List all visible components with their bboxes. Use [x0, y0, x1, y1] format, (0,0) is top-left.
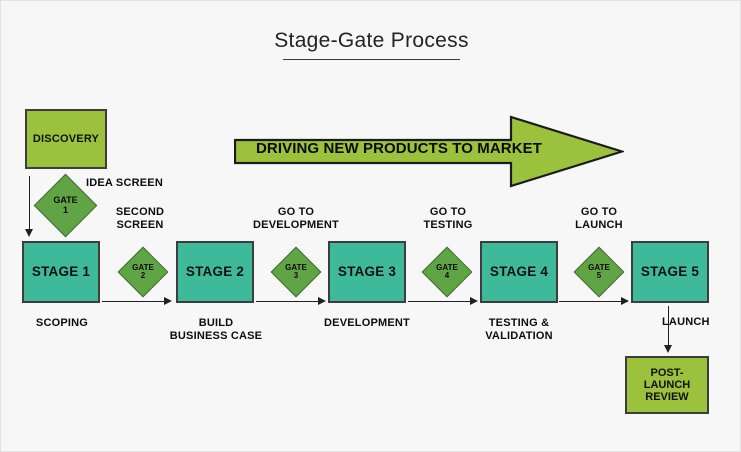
label-stage-4-caption-line1: TESTING &	[488, 317, 550, 329]
banner-arrow: DRIVING NEW PRODUCTS TO MARKET	[234, 113, 624, 190]
stage-1-label: STAGE 1	[31, 264, 91, 280]
label-stage-2-caption: BUILD BUSINESS CASE	[161, 317, 271, 343]
label-stage-2-caption-line1: BUILD	[198, 317, 234, 329]
arrow-stage1-to-stage2	[102, 297, 172, 306]
arrow-head	[164, 297, 172, 305]
label-stage-4-caption: TESTING & VALIDATION	[463, 317, 575, 343]
post-launch-review-line3: REVIEW	[645, 391, 689, 404]
stage-4-box[interactable]: STAGE 4	[480, 241, 558, 303]
stage-4-label: STAGE 4	[489, 264, 549, 280]
arrow-stage5-to-post-launch	[664, 306, 673, 354]
gate-4-number: 4	[444, 271, 450, 280]
discovery-box[interactable]: DISCOVERY	[25, 109, 107, 169]
arrow-shaft	[668, 306, 669, 345]
arrow-stage2-to-stage3	[256, 297, 326, 306]
arrow-head	[318, 297, 326, 305]
label-go-to-development-line2: DEVELOPMENT	[253, 219, 339, 232]
stage-3-label: STAGE 3	[337, 264, 397, 280]
post-launch-review-box[interactable]: POST- LAUNCH REVIEW	[625, 356, 709, 414]
arrow-shaft	[29, 176, 30, 229]
stage-5-label: STAGE 5	[640, 264, 700, 280]
page-title: Stage-Gate Process	[274, 29, 469, 52]
gate-4-diamond[interactable]: GATE 4	[421, 246, 473, 298]
gate-5-number: 5	[596, 271, 602, 280]
gate-1-inner: GATE 1	[44, 184, 87, 227]
label-go-to-launch-line1: GO TO	[580, 206, 618, 218]
arrow-shaft	[256, 301, 318, 302]
label-go-to-testing-line1: GO TO	[429, 206, 467, 218]
label-stage-4-caption-line2: VALIDATION	[485, 330, 553, 343]
stage-3-box[interactable]: STAGE 3	[328, 241, 406, 303]
arrow-shaft	[559, 301, 621, 302]
post-launch-review-line1: POST-	[650, 366, 684, 379]
arrow-head	[25, 229, 33, 237]
gate-2-diamond[interactable]: GATE 2	[117, 246, 169, 298]
label-go-to-testing-line2: TESTING	[423, 219, 473, 232]
gate-5-inner: GATE 5	[582, 255, 616, 289]
arrow-head	[664, 345, 672, 353]
label-stage-2-caption-line2: BUSINESS CASE	[169, 330, 263, 343]
label-go-to-testing: GO TO TESTING	[393, 206, 503, 232]
arrow-discovery-to-stage1	[25, 176, 34, 238]
label-second-screen: SECOND SCREEN	[97, 206, 183, 232]
gate-2-number: 2	[140, 271, 146, 280]
label-stage-1-caption: SCOPING	[35, 317, 89, 329]
label-second-screen-line1: SECOND	[115, 206, 165, 218]
discovery-label: DISCOVERY	[32, 132, 100, 145]
post-launch-review-text: POST- LAUNCH REVIEW	[644, 367, 690, 404]
gate-3-number: 3	[293, 271, 299, 280]
gate-5-diamond[interactable]: GATE 5	[573, 246, 625, 298]
gate-3-inner: GATE 3	[279, 255, 313, 289]
label-go-to-development: GO TO DEVELOPMENT	[241, 206, 351, 232]
gate-4-inner: GATE 4	[430, 255, 464, 289]
arrow-head	[470, 297, 478, 305]
title-underline	[283, 59, 460, 60]
arrow-stage3-to-stage4	[408, 297, 478, 306]
label-go-to-development-line1: GO TO	[277, 206, 315, 218]
arrow-shaft	[102, 301, 164, 302]
stage-2-label: STAGE 2	[185, 264, 245, 280]
label-second-screen-line2: SCREEN	[116, 219, 164, 232]
label-launch: LAUNCH	[662, 316, 710, 328]
stage-2-box[interactable]: STAGE 2	[176, 241, 254, 303]
arrow-shaft	[408, 301, 470, 302]
label-go-to-launch: GO TO LAUNCH	[544, 206, 654, 232]
banner-text: DRIVING NEW PRODUCTS TO MARKET	[255, 140, 543, 157]
banner-arrow-shape	[234, 115, 624, 188]
arrow-stage4-to-stage5	[559, 297, 629, 306]
label-stage-3-caption: DEVELOPMENT	[324, 317, 410, 329]
gate-2-inner: GATE 2	[126, 255, 160, 289]
label-go-to-launch-line2: LAUNCH	[575, 219, 623, 232]
gate-1-number: 1	[62, 204, 68, 215]
post-launch-review-line2: LAUNCH	[643, 378, 691, 391]
stage-1-box[interactable]: STAGE 1	[22, 241, 100, 303]
stage-5-box[interactable]: STAGE 5	[631, 241, 709, 303]
gate-3-diamond[interactable]: GATE 3	[270, 246, 322, 298]
arrow-head	[621, 297, 629, 305]
label-idea-screen: IDEA SCREEN	[86, 177, 163, 189]
